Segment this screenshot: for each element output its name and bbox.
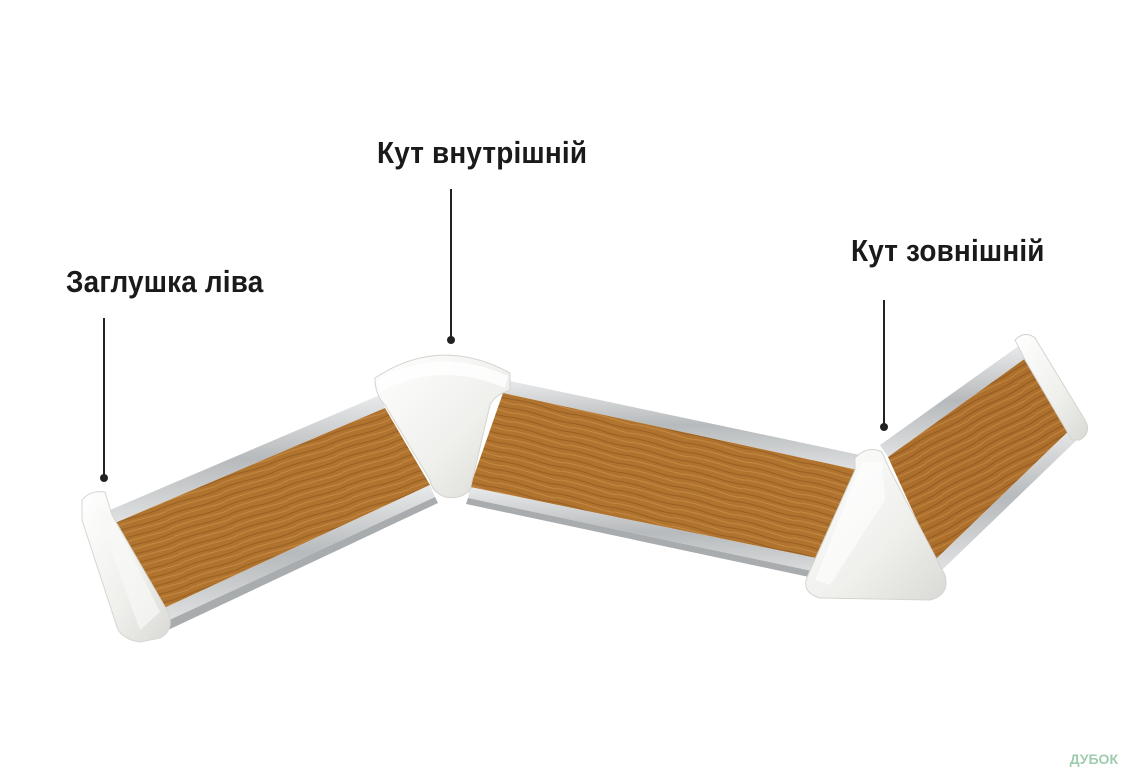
leader-line-inner-corner	[447, 189, 455, 344]
label-end-cap-left: Заглушка ліва	[66, 264, 264, 299]
label-outer-corner: Кут зовнішній	[851, 233, 1045, 268]
leader-line-outer-corner	[880, 300, 888, 431]
outer-corner-piece	[805, 449, 947, 601]
left-end-cap	[81, 491, 171, 643]
watermark-logo: ДУБОК	[1069, 751, 1118, 767]
label-inner-corner: Кут внутрішній	[377, 135, 588, 170]
leader-line-end-cap	[100, 318, 108, 482]
inner-corner-piece	[374, 354, 511, 499]
right-board-segment	[880, 345, 1082, 570]
middle-board-segment	[466, 380, 860, 584]
right-end-cap	[1014, 334, 1089, 441]
left-board-segment	[110, 395, 438, 630]
